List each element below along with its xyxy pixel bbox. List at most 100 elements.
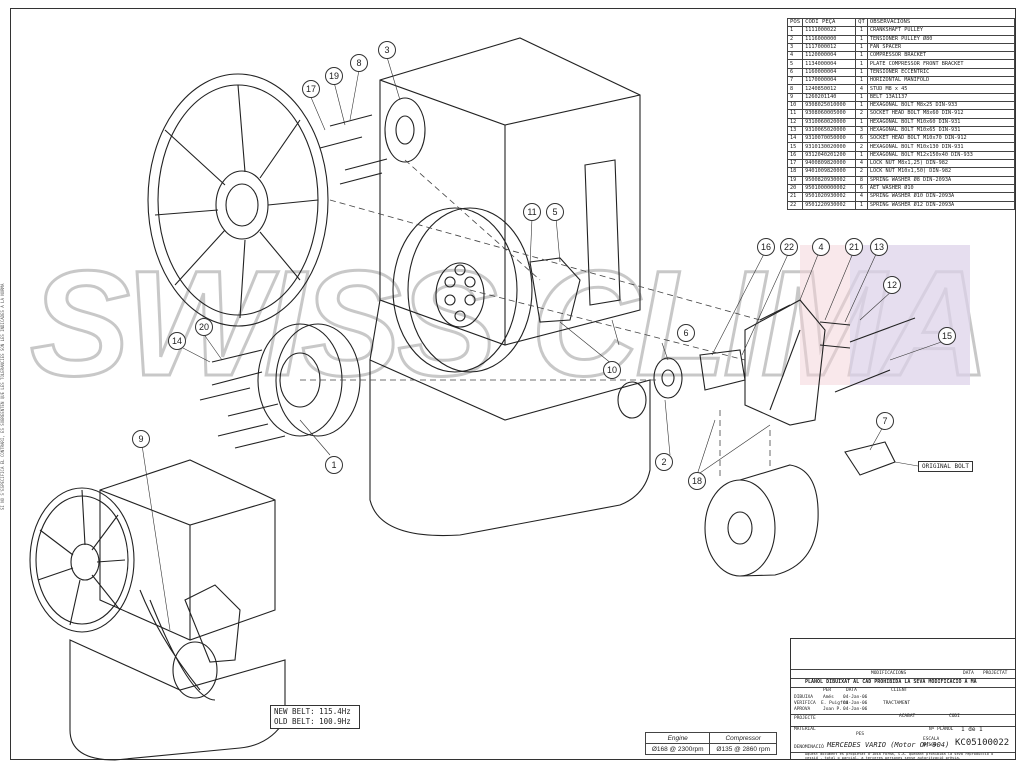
row-code: 1240850012 [802, 84, 857, 94]
aprova-label: APROVA [794, 707, 811, 712]
row-code: 1160000004 [802, 67, 857, 78]
row-qty: 8 [855, 175, 868, 185]
row-qty: 6 [855, 134, 868, 144]
row-obs: PLATE COMPRESSOR FRONT BRACKET [866, 59, 1016, 69]
engine-value: Ø168 @ 2300rpm [644, 743, 711, 755]
row-qty: 4 [855, 84, 868, 94]
material-label: MATERIAL [794, 727, 816, 732]
row-pos: 17 [786, 159, 804, 169]
row-code: 9501220930002 [802, 200, 857, 210]
row-qty: 1 [855, 59, 868, 69]
escala-label: ESCALA [923, 737, 940, 742]
row-pos: 13 [786, 125, 804, 136]
tractament-label: TRACTAMENT [883, 701, 911, 706]
callout-12: 12 [883, 276, 901, 294]
callout-21: 21 [845, 238, 863, 256]
callout-7: 7 [876, 412, 894, 430]
ownership-footer: Aquest document es propietat d'Ibsa Form… [805, 752, 994, 760]
row-qty: 4 [855, 159, 868, 169]
row-pos: 2 [786, 34, 804, 44]
denominacio-value: MERCEDES VARIO (Motor OM-904) [827, 741, 950, 749]
row-obs: STUD M8 x 45 [866, 84, 1016, 94]
data-label: DATA [846, 688, 857, 693]
callout-15: 15 [938, 327, 956, 345]
row-qty: 4 [855, 192, 868, 202]
verifica-data: 04-Jan-06 [843, 701, 868, 706]
row-pos: 4 [786, 51, 804, 61]
row-qty: 3 [855, 125, 868, 136]
row-obs: LOCK NUT M10x1,50) DIN-982 [866, 167, 1016, 177]
row-code: 1170000004 [802, 76, 857, 86]
callout-9: 9 [132, 430, 150, 448]
original-bolt-label: ORIGINAL BOLT [918, 461, 973, 472]
row-pos: 12 [786, 117, 804, 127]
row-pos: 7 [786, 76, 804, 86]
col-obs: OBSERVACIONS [866, 17, 1016, 28]
row-obs: COMPRESSOR BRACKET [866, 51, 1016, 61]
cad-warning: PLÀNOL DIBUIXAT AL CAD PROHIBIDA LA SEVA… [805, 679, 977, 685]
old-belt-label: OLD BELT: 100.9Hz [274, 717, 351, 726]
row-code: 9308025010000 [802, 100, 857, 111]
row-code: 9501020930002 [802, 192, 857, 202]
client-label: CLIENT [891, 688, 908, 693]
row-obs: HEXAGONAL BOLT M10x130 DIN-931 [866, 142, 1016, 152]
row-pos: 20 [786, 183, 804, 194]
callout-22: 22 [780, 238, 798, 256]
row-obs: SPRING WASHER Ø12 DIN-2093A [866, 200, 1016, 210]
row-obs: HEXAGONAL BOLT M10x60 DIN-931 [866, 117, 1016, 127]
compressor-label: Compressor [709, 732, 777, 744]
belt-frequency-box: NEW BELT: 115.4Hz OLD BELT: 100.9Hz [270, 705, 360, 729]
row-obs: LOCK NUT M8x1,25) DIN-982 [866, 159, 1016, 169]
col-pos: POS [786, 17, 804, 28]
row-qty: 1 [855, 34, 868, 44]
row-qty: 1 [855, 200, 868, 210]
row-code: 9310065020000 [802, 125, 857, 136]
row-qty: 1 [855, 51, 868, 61]
row-obs: SPRING WASHER Ø8 DIN-2093A [866, 175, 1016, 185]
row-code: 1116000000 [802, 34, 857, 44]
row-qty: 2 [855, 142, 868, 152]
row-obs: HEXAGONAL BOLT M8x25 DIN-933 [866, 100, 1016, 111]
callout-18: 18 [688, 472, 706, 490]
verifica-label: VERIFICA [794, 701, 816, 706]
callout-20: 20 [195, 318, 213, 336]
drawing-code: KC05100022 [955, 738, 1010, 748]
escala-value: 0.500 [923, 743, 937, 748]
row-qty: 2 [855, 109, 868, 119]
callout-10: 10 [603, 361, 621, 379]
callout-8: 8 [350, 54, 368, 72]
mod-data-label: DATA [963, 671, 974, 676]
callout-1: 1 [325, 456, 343, 474]
row-code: 9400809820000 [802, 159, 857, 169]
row-pos: 9 [786, 92, 804, 102]
row-obs: BELT 13A1137 [866, 92, 1016, 102]
row-code: 9501000000002 [802, 183, 857, 194]
callout-17: 17 [302, 80, 320, 98]
row-qty: 1 [855, 100, 868, 111]
row-qty: 1 [855, 26, 868, 36]
callout-14: 14 [168, 332, 186, 350]
row-obs: FAN SPACER [866, 42, 1016, 53]
dibuixa-label: DIBUIXA [794, 695, 813, 700]
row-obs: SOCKET HEAD BOLT M8x60 DIN-912 [866, 109, 1016, 119]
dibuixa-per: Amés [823, 695, 834, 700]
row-obs: TENSIONER ECCENTRIC [866, 67, 1016, 78]
aprova-data: 04-Jan-06 [843, 707, 868, 712]
callout-3: 3 [378, 41, 396, 59]
row-pos: 18 [786, 167, 804, 177]
row-pos: 10 [786, 100, 804, 111]
acabat-label: ACABAT [899, 714, 916, 719]
